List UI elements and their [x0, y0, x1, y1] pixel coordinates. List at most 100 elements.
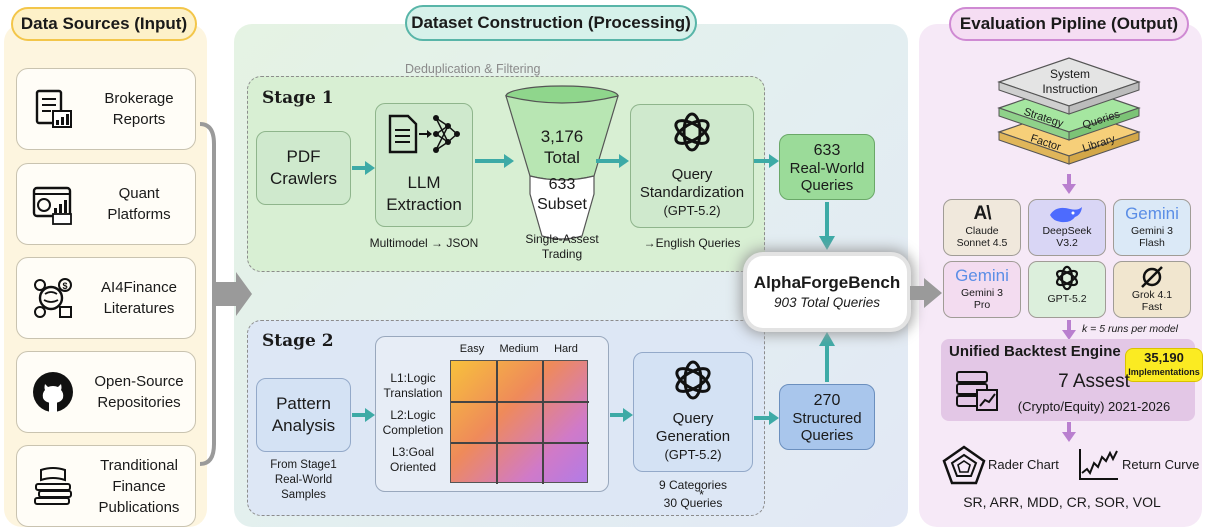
- gemini-icon: Gemini: [1125, 204, 1179, 223]
- github-icon: [33, 372, 73, 412]
- source-ai4finance: $ AI4Finance Literatures: [16, 257, 196, 339]
- arrow-structured-bench: [819, 332, 835, 382]
- rader-chart-label: Rader Chart: [988, 457, 1059, 472]
- openai-icon: [674, 112, 710, 152]
- bench-total: 903 Total Queries: [773, 295, 881, 310]
- source-traditional-finance: Tranditional Finance Publications: [16, 445, 196, 527]
- openai-icon: [1055, 265, 1079, 291]
- model-grok: Grok 4.1 Fast: [1113, 261, 1191, 318]
- difficulty-medium: Medium: [499, 343, 539, 355]
- metrics-list: SR, ARR, MDD, CR, SOR, VOL: [963, 494, 1161, 510]
- queries-mark: *: [699, 487, 705, 502]
- stack-top-label: System Instruction: [1042, 67, 1098, 96]
- real-world-queries-box: 633 Real-World Queries: [779, 134, 875, 200]
- deepseek-icon: [1050, 207, 1082, 223]
- arrow-realworld-bench: [819, 202, 835, 250]
- source-label: Quant Platforms: [107, 185, 171, 223]
- pdf-crawlers-box: PDF Crawlers: [256, 131, 351, 205]
- engine-period: (Crypto/Equity) 2021-2026: [1017, 399, 1171, 414]
- badge-label: Implementations: [1128, 367, 1200, 377]
- arrow-llm-funnel: [475, 154, 514, 168]
- books-icon: [34, 467, 72, 505]
- radar-chart-icon: [942, 445, 986, 485]
- arrow-funnel-query: [596, 154, 629, 168]
- input-title: Data Sources (Input): [11, 7, 197, 41]
- level-l2: L2:Logic Completion: [382, 408, 444, 437]
- badge-count: 35,190: [1144, 350, 1184, 365]
- level-l3: L3:Goal Oriented: [389, 445, 437, 474]
- source-open-source: Open-Source Repositories: [16, 351, 196, 433]
- model-gemini-flash: Gemini Gemini 3 Flash: [1113, 199, 1191, 256]
- arrow-pattern-levels: [352, 408, 375, 422]
- return-curve-label: Return Curve: [1122, 457, 1200, 472]
- bench-name: AlphaForgeBench: [753, 273, 901, 292]
- source-label: AI4Finance Literatures: [101, 279, 177, 317]
- difficulty-grid: [450, 360, 589, 484]
- instruction-stack: [997, 57, 1141, 165]
- model-name: Claude Sonnet 4.5: [956, 225, 1008, 249]
- grid-line: [496, 361, 498, 484]
- dashboard-icon: [32, 186, 72, 225]
- model-claude: A\ Claude Sonnet 4.5: [943, 199, 1021, 256]
- arrow-query-realworld: [754, 154, 779, 168]
- engine-badge: 35,190 Implementations: [1125, 348, 1203, 382]
- source-brokerage-reports: Brokerage Reports: [16, 68, 196, 150]
- anthropic-icon: A\: [973, 203, 992, 224]
- pattern-caption: From Stage1 Real-World Samples: [270, 459, 337, 501]
- difficulty-hard: Hard: [554, 343, 578, 355]
- grid-line: [451, 442, 589, 444]
- return-curve-icon: [1079, 449, 1118, 480]
- model-gpt: GPT-5.2: [1028, 261, 1106, 318]
- arrow-bench-output: [910, 278, 942, 308]
- model-name: Grok 4.1 Fast: [1131, 289, 1173, 313]
- llm-extraction-box: LLM Extraction: [375, 103, 473, 227]
- runs-note: k = 5 runs per model: [1082, 323, 1179, 335]
- engine-title: Unified Backtest Engine: [949, 343, 1121, 360]
- server-chart-icon: [956, 371, 998, 411]
- structured-count: 270: [813, 391, 841, 409]
- query-generation-box: Query Generation (GPT-5.2): [633, 352, 753, 472]
- model-name: Gemini 3 Flash: [1130, 225, 1173, 249]
- real-world-label: Real-World Queries: [789, 159, 865, 194]
- source-label: Open-Source Repositories: [94, 373, 184, 411]
- engine-assets: 7 Assest: [1058, 371, 1130, 392]
- arrow-levels-querygen: [610, 408, 633, 422]
- arrow-engine-results: [1062, 422, 1076, 442]
- arrow-stack-models: [1062, 174, 1076, 194]
- stage2-title: Stage 2: [262, 331, 334, 351]
- filter-funnel: [505, 85, 619, 240]
- arrow-models-engine: [1062, 320, 1076, 340]
- grid-line: [451, 401, 589, 403]
- funnel-total: 3,176 Total: [520, 126, 604, 168]
- model-deepseek: DeepSeek V3.2: [1028, 199, 1106, 256]
- arrow-querygen-structured: [754, 411, 779, 425]
- model-name: GPT-5.2: [1047, 293, 1087, 305]
- funnel-caption: Single-Assest Trading: [525, 232, 599, 261]
- query-std-caption: →English Queries: [643, 236, 741, 250]
- output-title: Evaluation Pipline (Output): [949, 7, 1189, 41]
- report-chart-icon: [35, 89, 72, 128]
- source-quant-platforms: Quant Platforms: [16, 163, 196, 245]
- alphaforgebench-box: AlphaForgeBench 903 Total Queries: [747, 256, 907, 328]
- stage1-title: Stage 1: [262, 88, 334, 108]
- funnel-subset: 633 Subset: [520, 175, 604, 215]
- model-name: Gemini 3 Pro: [960, 287, 1003, 311]
- model-gemini-pro: Gemini Gemini 3 Pro: [943, 261, 1021, 318]
- level-l1: L1:Logic Translation: [383, 371, 443, 400]
- openai-icon: [675, 360, 711, 400]
- queries-caption: 30 Queries *: [633, 487, 753, 511]
- grid-line: [542, 361, 544, 484]
- grok-icon: [1141, 266, 1163, 288]
- categories-caption: 9 Categories: [658, 478, 728, 492]
- funnel-total-count: 3,176: [540, 127, 584, 146]
- input-bracket-arrow: [199, 122, 252, 466]
- real-world-count: 633: [813, 141, 841, 159]
- structured-queries-box: 270 Structured Queries: [779, 384, 875, 450]
- dedup-label: Deduplication & Filtering: [405, 62, 541, 76]
- brain-money-icon: $: [34, 278, 72, 318]
- structured-label: Structured Queries: [792, 409, 862, 444]
- processing-title: Dataset Construction (Processing): [405, 5, 697, 41]
- source-label: Tranditional Finance Publications: [98, 456, 180, 516]
- model-name: DeepSeek V3.2: [1042, 225, 1092, 249]
- gemini-icon: Gemini: [955, 266, 1009, 285]
